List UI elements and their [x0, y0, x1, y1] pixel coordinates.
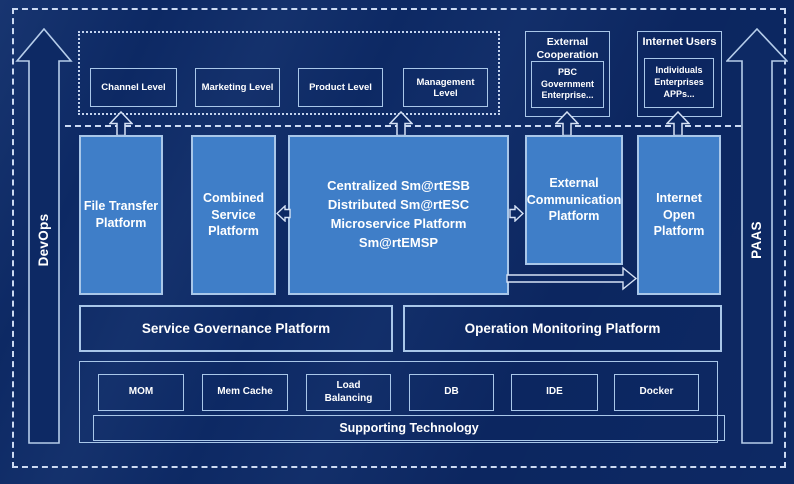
tech-box-docker: Docker — [614, 374, 699, 411]
central-platform-line3: Microservice Platform Sm@rtEMSP — [330, 216, 467, 250]
up-arrow-icon — [555, 111, 579, 136]
product-level-box: Product Level — [298, 68, 383, 107]
external-cooperation-box: External Cooperation PBC Government Ente… — [525, 31, 610, 117]
management-level-box: Management Level — [403, 68, 488, 107]
external-cooperation-title: External Cooperation — [536, 36, 599, 62]
internet-open-platform-label: Internet Open Platform — [653, 190, 705, 239]
tech-box-db: DB — [409, 374, 494, 411]
marketing-level-label: Marketing Level — [201, 82, 274, 93]
up-arrow-icon — [666, 111, 690, 136]
channel-level-box: Channel Level — [90, 68, 177, 107]
central-platform-line2: Distributed Sm@rtESC — [327, 197, 470, 213]
combined-service-platform-label: Combined Service Platform — [202, 190, 265, 239]
tech-box-db-label: DB — [444, 386, 459, 398]
devops-label: DevOps — [36, 213, 51, 267]
outer-dashed-frame — [12, 8, 786, 468]
external-cooperation-members-box: PBC Government Enterprise... — [531, 61, 604, 108]
tech-box-mem-cache: Mem Cache — [202, 374, 288, 411]
internet-users-box: Internet Users Individuals Enterprises A… — [637, 31, 722, 117]
supporting-technology-banner: Supporting Technology — [93, 415, 725, 441]
tech-box-ide-label: IDE — [546, 386, 563, 398]
tech-box-docker-label: Docker — [639, 386, 674, 398]
right-arrow-icon — [509, 205, 524, 222]
paas-up-arrow-icon — [726, 28, 788, 444]
tech-box-load-balancing-label: Load Balancing — [324, 380, 373, 404]
central-esb-platform-box: Centralized Sm@rtESB Distributed Sm@rtES… — [288, 135, 509, 295]
internet-open-platform-box: Internet Open Platform — [637, 135, 721, 295]
supporting-technology-label: Supporting Technology — [339, 421, 479, 435]
combined-service-platform-box: Combined Service Platform — [191, 135, 276, 295]
service-governance-platform-label: Service Governance Platform — [141, 321, 331, 336]
file-transfer-platform-label: File Transfer Platform — [83, 199, 159, 230]
marketing-level-box: Marketing Level — [195, 68, 280, 107]
tech-box-mom: MOM — [98, 374, 184, 411]
up-arrow-icon — [389, 111, 413, 136]
left-arrow-icon — [276, 205, 291, 222]
central-platform-line1: Centralized Sm@rtESB — [327, 178, 470, 194]
supporting-technology-group — [79, 361, 718, 443]
tech-box-mem-cache-label: Mem Cache — [217, 386, 273, 398]
internet-users-title: Internet Users — [642, 36, 717, 48]
up-arrow-icon — [109, 111, 133, 136]
file-transfer-platform-box: File Transfer Platform — [79, 135, 163, 295]
external-communication-platform-box: External Communication Platform — [525, 135, 623, 265]
operation-monitoring-platform-box: Operation Monitoring Platform — [403, 305, 722, 352]
operation-monitoring-platform-label: Operation Monitoring Platform — [464, 321, 661, 336]
service-governance-platform-box: Service Governance Platform — [79, 305, 393, 352]
internet-users-members: Individuals Enterprises APPs... — [654, 65, 704, 99]
tech-box-mom-label: MOM — [128, 386, 154, 398]
levels-dashed-group — [78, 31, 500, 115]
external-cooperation-members: PBC Government Enterprise... — [540, 66, 594, 101]
long-right-arrow-icon — [506, 266, 638, 291]
tech-box-load-balancing: Load Balancing — [306, 374, 391, 411]
product-level-label: Product Level — [309, 82, 372, 93]
tech-box-ide: IDE — [511, 374, 598, 411]
channel-level-label: Channel Level — [101, 82, 166, 93]
external-communication-platform-label: External Communication Platform — [526, 175, 622, 224]
devops-up-arrow-icon — [15, 28, 73, 444]
internet-users-members-box: Individuals Enterprises APPs... — [644, 58, 714, 108]
paas-label: PAAS — [749, 221, 764, 259]
management-level-label: Management Level — [416, 76, 475, 99]
